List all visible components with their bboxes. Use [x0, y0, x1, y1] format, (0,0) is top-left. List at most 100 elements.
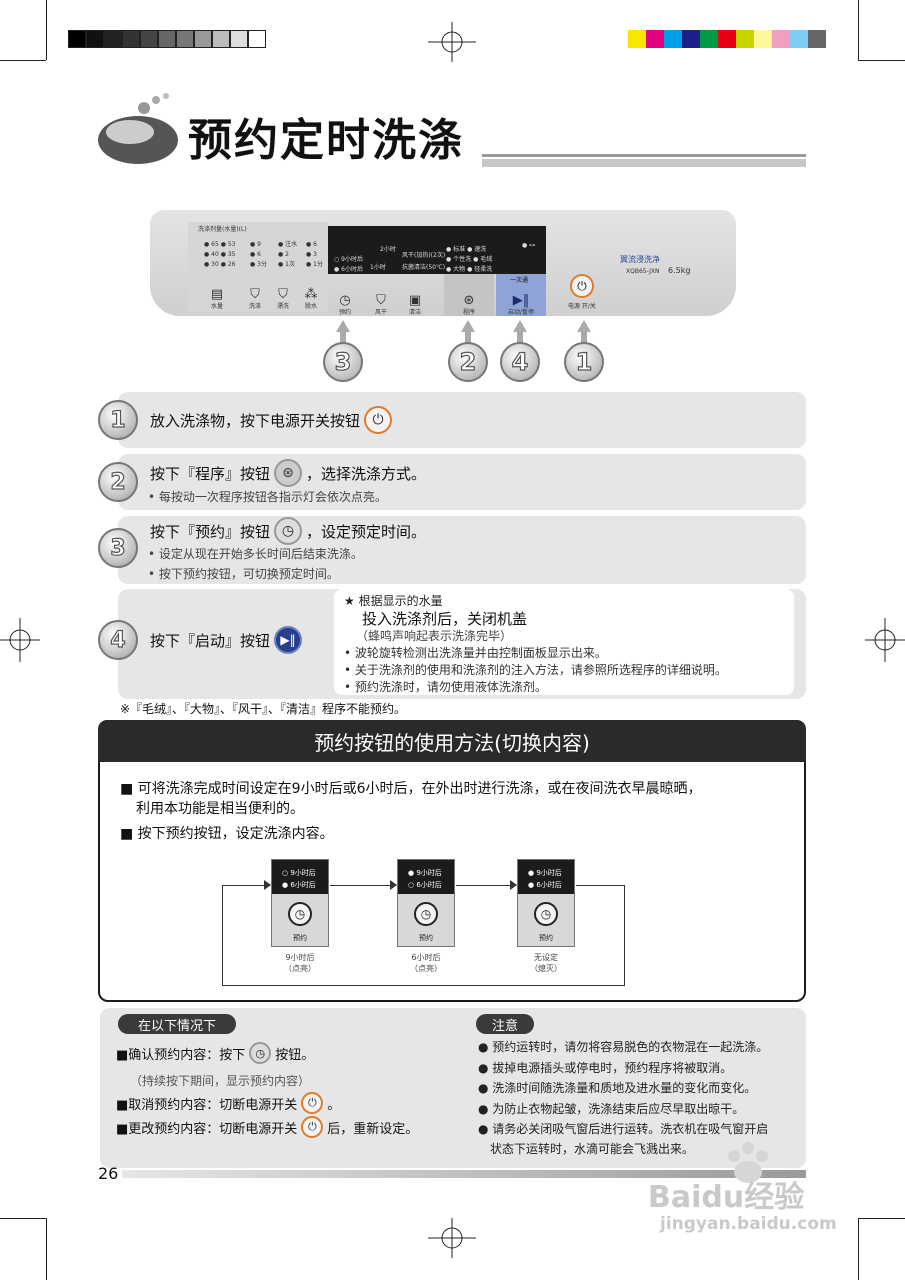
step-1-row [118, 392, 806, 448]
clock-icon: ◷ [339, 293, 351, 308]
arrow-up-icon [336, 320, 350, 332]
clock-icon: ◷ [534, 902, 558, 926]
watermark-url: jingyan.baidu.com [660, 1214, 837, 1234]
water-levels: ● 65 ● 53 ● 40 ● 35 ● 30 ● 26 [204, 241, 236, 268]
program-icon: ⊛ [274, 459, 303, 487]
clock-icon: ◷ [414, 902, 438, 926]
power-button[interactable]: ⏻ [570, 274, 594, 298]
bubble-logo-icon [98, 93, 178, 164]
power-icon: ⏻ [301, 1116, 324, 1138]
spin-times: ● 6● 3● 1分 [306, 241, 323, 268]
registration-mark [865, 618, 905, 662]
water-label: 洗涤剂量(水量)(L) [198, 226, 247, 233]
panel-left-section [188, 222, 328, 312]
color-calibration-bar [628, 30, 826, 48]
arrow-right-icon [510, 880, 517, 890]
spin-button[interactable]: ⁂脱水 [304, 287, 318, 310]
timer-button[interactable]: ◷预约 [338, 293, 351, 316]
spin-icon: ⁂ [304, 287, 318, 302]
program-icon: ⊛ [463, 293, 475, 308]
start-pause-button[interactable]: ▶‖启动/暂停 [507, 293, 535, 316]
shirt-icon: ⛉ [250, 287, 260, 302]
cancel-reservation: ■取消预约内容：切断电源开关⏻。 [116, 1092, 340, 1114]
timer-state-card: ● 9小时后 ○ 6小时后 ◷ 预约 [397, 859, 455, 947]
step-3-number: 3 [98, 528, 138, 568]
crop-mark [0, 1218, 46, 1219]
title-rule [482, 159, 806, 167]
crop-mark [858, 1218, 859, 1280]
brand-section [548, 222, 728, 312]
arrow-up-icon [577, 320, 591, 332]
tub-icon: ▣ [408, 293, 422, 308]
arrow-up-icon [461, 320, 475, 332]
change-reservation: ■更改预约内容：切断电源开关⏻后，重新设定。 [116, 1116, 418, 1138]
step-2-number: 2 [98, 462, 138, 502]
wash-button[interactable]: ⛉洗涤 [248, 287, 261, 310]
arrow-right-icon [390, 880, 397, 890]
step-4-text: 按下『启动』按钮▶‖ [150, 626, 306, 654]
model-number: XQB65-JXN [626, 268, 660, 275]
registration-mark [428, 1218, 476, 1258]
step-4-number: 4 [98, 620, 138, 660]
callout-1: 1 [564, 342, 604, 382]
panel-display [328, 226, 546, 274]
paw-icon [728, 1142, 768, 1183]
play-pause-icon: ▶‖ [274, 626, 303, 654]
capacity: 6.5kg [668, 266, 691, 275]
section-header: 预约按钮的使用方法(切换内容) [98, 720, 806, 762]
air-dry-button[interactable]: ⛉风干 [374, 293, 387, 316]
page-title: 预约定时洗涤 [188, 115, 464, 166]
rinse-counts: ● 注水● 2● 1次 [278, 241, 298, 268]
power-icon: ⏻ [364, 406, 393, 434]
watermark-logo: Baidu经验 [648, 1180, 805, 1215]
program-button[interactable]: ⊛程序 [462, 293, 475, 316]
start-button-area [496, 274, 546, 316]
wash-times: ● 9● 6● 3分 [250, 241, 267, 268]
lock-indicator: ● ⊶ [522, 242, 536, 249]
step-4-note [334, 589, 794, 695]
clock-icon: ◷ [288, 902, 312, 926]
water-icon: ▤ [210, 287, 224, 302]
timer-state-card: ● 9小时后 ● 6小时后 ◷ 预约 [517, 859, 575, 947]
crop-mark [46, 1218, 47, 1280]
page-number: 26 [98, 1164, 119, 1183]
step-1-text: 放入洗涤物，按下电源开关按钮⏻ [150, 406, 396, 434]
callout-3: 3 [323, 342, 363, 382]
arrow-right-icon [264, 880, 271, 890]
callout-2: 2 [448, 342, 488, 382]
step-3-row [118, 516, 806, 584]
confirm-reservation: ■确认预约内容：按下◷按钮。 [116, 1042, 314, 1064]
title-rule [482, 154, 806, 157]
notice-header: 注意 [476, 1014, 534, 1034]
rinse-button[interactable]: ⛉漂洗 [276, 287, 289, 310]
exclusion-note: ※『毛绒』、『大物』、『风干』、『清洁』程序不能预约。 [120, 702, 407, 716]
step-1-number: 1 [98, 400, 138, 440]
gray-calibration-bar [68, 30, 266, 48]
shirt-icon: ⛉ [278, 287, 288, 302]
crop-mark [0, 60, 46, 61]
arrow-up-icon [513, 320, 527, 332]
power-icon: ⏻ [577, 278, 587, 293]
clock-icon: ◷ [249, 1042, 272, 1064]
registration-mark [0, 618, 40, 662]
crop-mark [858, 60, 905, 61]
crop-mark [858, 1218, 905, 1219]
program-button-area [444, 274, 494, 316]
crop-mark [858, 0, 859, 60]
power-icon: ⏻ [301, 1092, 324, 1114]
brand-name: 翼流浸洗净 [620, 255, 660, 264]
water-level-button[interactable]: ▤水量 [210, 287, 224, 310]
crop-mark [46, 0, 47, 60]
clock-icon: ◷ [274, 517, 303, 545]
step-2-text: 按下『程序』按钮⊛，选择洗涤方式。 [150, 459, 426, 487]
shirt-icon: ⛉ [376, 293, 386, 308]
step-3-text: 按下『预约』按钮◷，设定预定时间。 [150, 517, 426, 545]
footer-bar [122, 1170, 806, 1178]
clean-button[interactable]: ▣清洁 [408, 293, 422, 316]
timer-state-card: ○ 9小时后 ● 6小时后 ◷ 预约 [271, 859, 329, 947]
conditions-notice-box [100, 1008, 806, 1168]
registration-mark [428, 22, 476, 62]
step-2-row [118, 454, 806, 510]
play-pause-icon: ▶‖ [512, 293, 530, 308]
callout-4: 4 [500, 342, 540, 382]
